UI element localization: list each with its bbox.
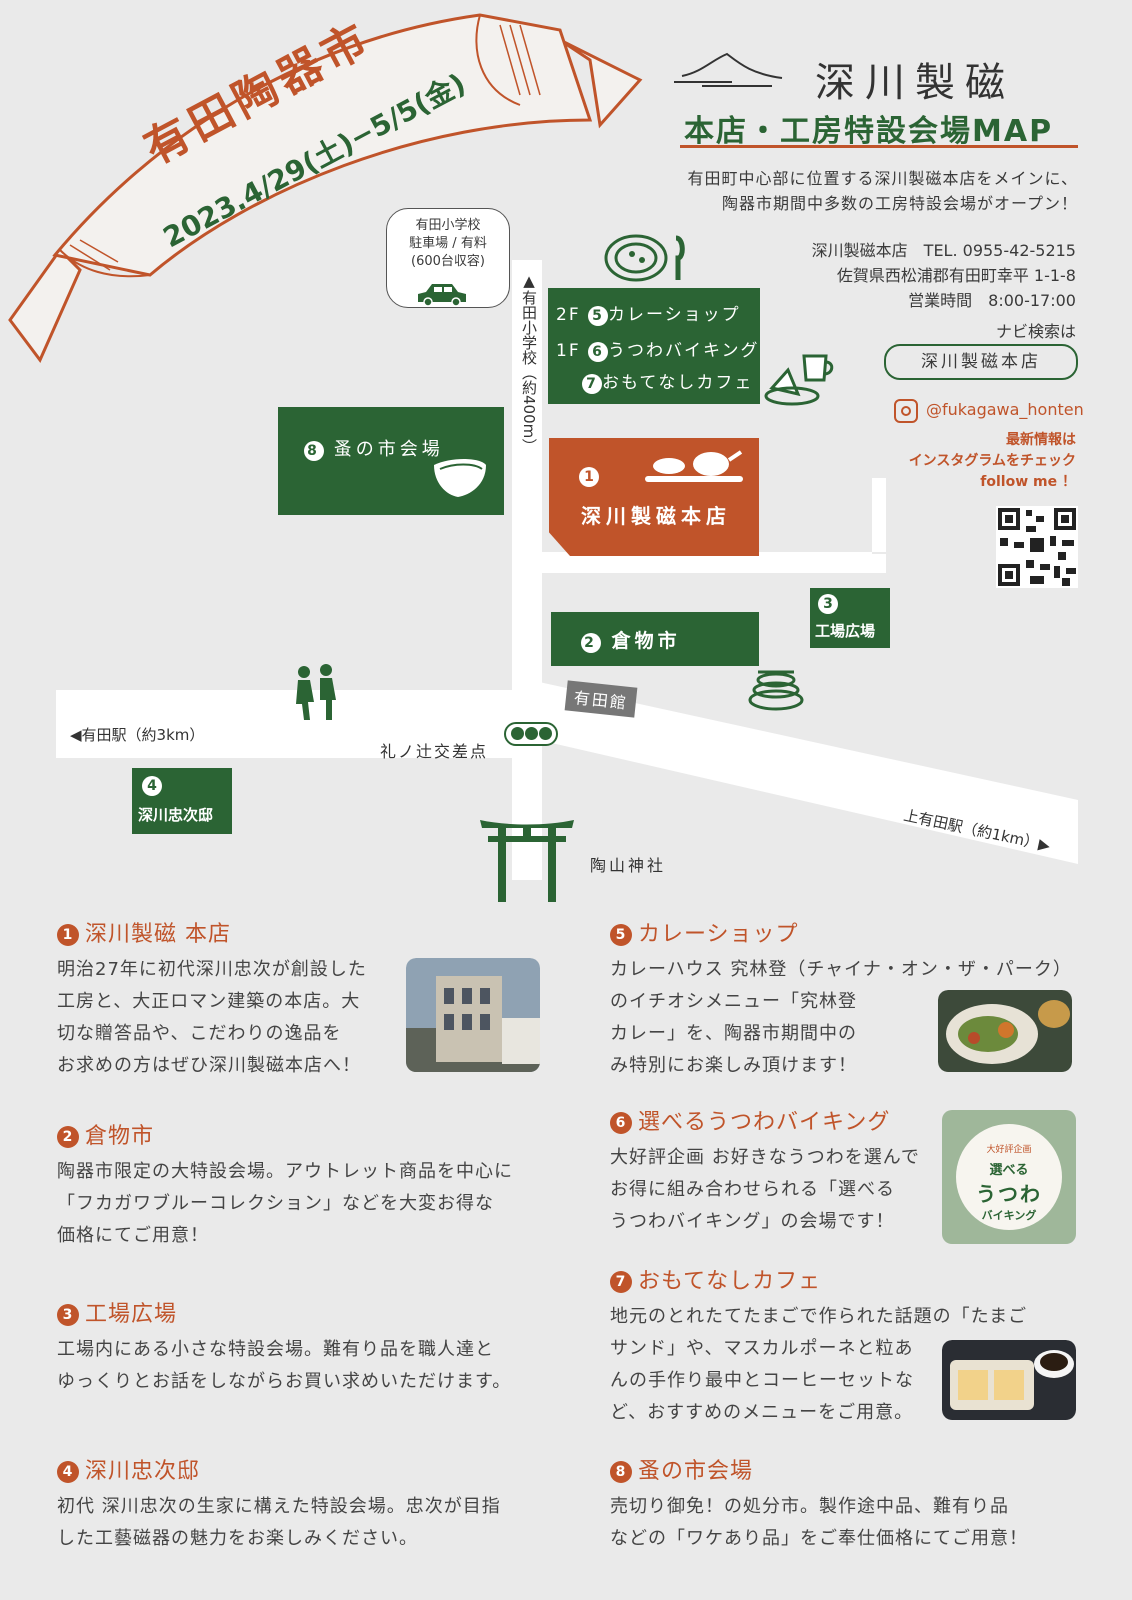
section-1-title: 深川製磁 本店 [85,922,231,947]
curry-photo [938,990,1072,1072]
navi-label: ナビ検索は [995,322,1076,341]
section-2-title: 倉物市 [85,1124,155,1149]
section-7-title: おもてなしカフェ [638,1269,822,1294]
teapot-icon [645,450,743,482]
tel: 深川製磁本店 TEL. 0955-42-5215 [811,241,1076,260]
building-2-warehouse-market[interactable]: 2 倉物市 [551,612,759,666]
hours: 営業時間 8:00-17:00 [908,291,1076,310]
navi-search-button[interactable]: 深川製磁本店 [884,344,1078,380]
building-1-main-store[interactable]: 1 深川製磁本店 [549,438,759,556]
coffee-cup-icon [764,354,834,406]
curry-shop-label: カレーショップ [608,305,741,325]
brand-name: 深川製磁 [815,60,1015,106]
torii-gate-icon [480,820,574,902]
building-4-tadaji-residence[interactable]: 4 深川忠次邸 [132,768,232,834]
main-store-photo [406,958,540,1072]
section-5-title: カレーショップ [638,922,799,947]
qr-code-icon[interactable] [996,506,1078,588]
mountain-logo-icon [674,52,783,87]
cafe-photo [942,1340,1076,1420]
section-3-title: 工場広場 [85,1302,178,1327]
arita-station-label: ◀有田駅（約3km） [70,726,205,744]
viking-badge: 大好評企画 選べる うつわ バイキング [942,1110,1076,1244]
school-road-label: ▲有田小学校（約400m） [520,272,538,454]
intersection-label: 礼ノ辻交差点 [380,742,489,761]
instagram-handle[interactable]: @fukagawa_honten [926,400,1084,419]
section-8-title: 蚤の市会場 [638,1459,754,1484]
building-8-flea-market[interactable]: 8 蚤の市会場 [278,407,504,515]
subtitle-underline [680,145,1078,148]
viking-label: うつわバイキング [608,341,760,361]
section-6-title: 選べるうつわバイキング [638,1110,891,1135]
intro-text: 有田町中心部に位置する深川製磁本店をメインに、陶器市期間中多数の工房特設会場がオ… [687,169,1078,213]
curry-plate-icon [604,234,685,282]
pedestrians-icon [296,664,336,720]
cafe-label: おもてなしカフェ [602,373,754,393]
section-4-title: 深川忠次邸 [85,1459,201,1484]
plates-stack-icon [748,670,804,711]
shrine-label: 陶山神社 [590,856,667,875]
address: 佐賀県西松浦郡有田町幸平 1-1-8 [836,266,1076,285]
contact-block: 深川製磁本店 TEL. 0955-42-5215 佐賀県西松浦郡有田町幸平 1-… [812,238,1076,344]
bowl-icon [434,459,486,497]
map-subtitle: 本店・工房特設会場MAP [684,114,1054,149]
car-icon [418,284,466,307]
traffic-light-icon [504,722,558,746]
instagram-icon [894,399,918,423]
building-3-factory-square[interactable]: 3 工場広場 [810,588,890,648]
